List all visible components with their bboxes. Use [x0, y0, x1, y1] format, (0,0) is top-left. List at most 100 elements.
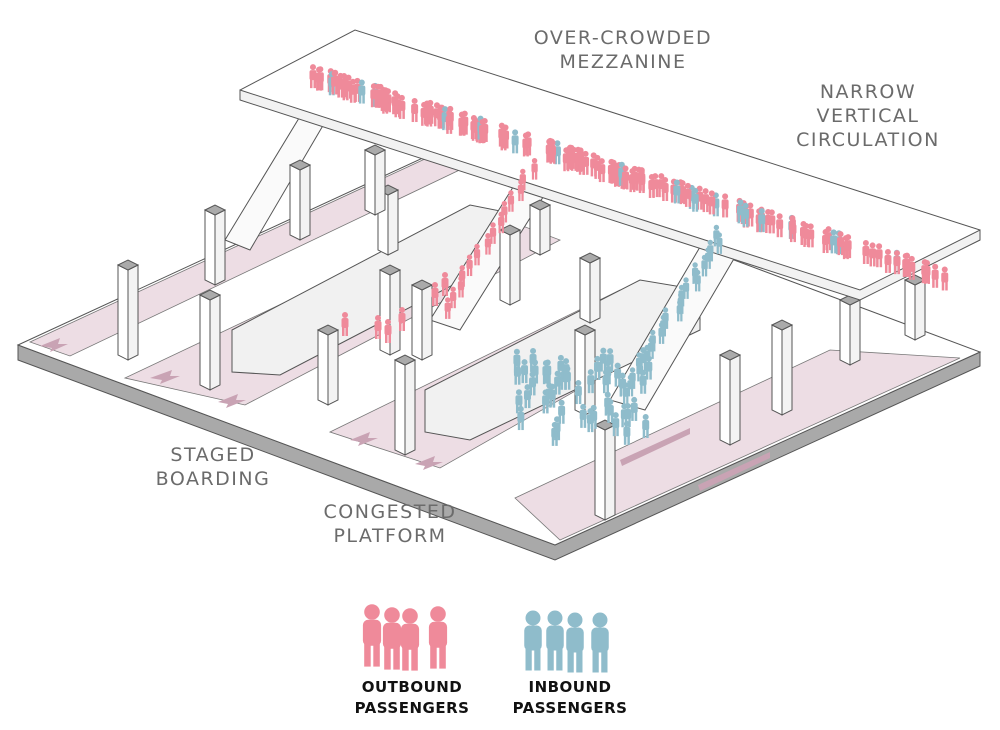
passenger-figure — [479, 119, 487, 144]
column — [528, 199, 552, 256]
arrow-icon — [40, 338, 68, 352]
passenger-figure — [639, 347, 647, 372]
passenger-figure — [614, 362, 622, 387]
column — [770, 319, 794, 416]
passenger-figure — [411, 98, 419, 123]
passenger-figure — [662, 307, 669, 329]
passenger-figure — [331, 70, 339, 95]
passenger-figure — [557, 354, 565, 379]
label-congested-platform: CONGESTED PLATFORM — [310, 500, 470, 548]
passenger-figure — [630, 396, 638, 421]
legend-line: PASSENGERS — [354, 699, 470, 717]
column — [198, 289, 222, 391]
passenger-figure — [593, 154, 601, 179]
column — [316, 324, 340, 406]
passenger-figure — [513, 348, 521, 373]
passenger-figure — [776, 213, 784, 238]
passenger-figure — [459, 111, 467, 136]
column — [363, 144, 387, 216]
passenger-figure — [702, 188, 710, 213]
passenger-figure — [604, 360, 612, 385]
label-line: NARROW — [819, 81, 917, 103]
passenger-figure — [309, 64, 317, 89]
passenger-figure — [548, 383, 556, 408]
column — [116, 259, 140, 361]
passenger-figure — [433, 102, 441, 127]
passenger-figure — [902, 252, 910, 277]
passenger-figure — [691, 262, 699, 284]
passenger-figure — [470, 115, 478, 140]
passenger-figure — [788, 215, 796, 240]
passenger-figure — [446, 105, 454, 130]
passenger-figure — [799, 221, 807, 246]
passenger-figure — [382, 607, 402, 670]
arrow-icon — [218, 394, 246, 408]
passenger-figure — [923, 259, 931, 284]
passenger-figure — [384, 319, 392, 343]
passenger-figure — [586, 408, 594, 433]
passenger-figure — [842, 235, 850, 260]
passenger-figure — [566, 612, 584, 673]
passenger-figure — [441, 272, 449, 296]
passenger-figure — [610, 159, 618, 184]
column — [718, 349, 742, 446]
passenger-figure — [673, 179, 681, 204]
passenger-figure — [649, 329, 656, 352]
passenger-figure — [398, 307, 406, 331]
track-arrows — [40, 338, 770, 491]
passenger-figure — [391, 90, 399, 115]
legend-figures — [362, 604, 609, 673]
passenger-figure — [837, 231, 845, 256]
passenger-figure — [426, 99, 434, 124]
passenger-figure — [574, 380, 582, 405]
passenger-figure — [546, 610, 564, 671]
passenger-figure — [612, 412, 620, 437]
passenger-figure — [336, 73, 344, 98]
passenger-figure — [737, 199, 745, 224]
passenger-figure — [315, 66, 323, 91]
passenger-figure — [431, 282, 439, 306]
label-staged-boarding: STAGED BOARDING — [143, 443, 283, 491]
passenger-figure — [420, 101, 428, 126]
passenger-figure — [501, 200, 508, 223]
arrow-icon — [698, 452, 770, 491]
passenger-figure — [622, 165, 630, 190]
column — [203, 204, 227, 286]
passenger-figure — [553, 416, 561, 441]
legend-inbound: INBOUND PASSENGERS — [500, 677, 640, 719]
passenger-figure — [524, 610, 542, 671]
legend-outbound: OUTBOUND PASSENGERS — [342, 677, 482, 719]
legend-line: INBOUND — [528, 678, 612, 696]
passenger-figure — [531, 158, 538, 180]
passenger-figure — [531, 359, 539, 384]
passenger-figure — [450, 286, 457, 309]
passenger-figure — [931, 263, 939, 288]
arrow-icon — [415, 456, 443, 470]
passenger-figure — [459, 265, 466, 287]
passenger-figure — [349, 78, 357, 103]
passenger-figure — [522, 132, 530, 157]
arrow-icon — [150, 370, 180, 384]
passenger-figure — [358, 79, 366, 104]
passenger-figure — [941, 266, 949, 291]
passenger-figure — [721, 193, 729, 218]
passenger-figure — [444, 297, 451, 319]
column — [288, 159, 312, 241]
passenger-figure — [707, 239, 714, 262]
passenger-figure — [642, 414, 650, 439]
passenger-figure — [648, 173, 656, 198]
passenger-figure — [742, 202, 750, 227]
passenger-figure — [884, 248, 892, 273]
passenger-figure — [587, 369, 595, 394]
passenger-figure — [544, 359, 552, 384]
passenger-figure — [758, 208, 766, 233]
passenger-figure — [575, 147, 583, 172]
legend-line: OUTBOUND — [361, 678, 463, 696]
column — [903, 274, 927, 341]
passenger-figure — [691, 187, 699, 212]
passenger-figure — [604, 391, 612, 416]
passenger-figure — [684, 182, 692, 207]
passenger-figure — [875, 243, 883, 268]
legend-line: PASSENGERS — [512, 699, 628, 717]
label-line: PLATFORM — [333, 525, 447, 547]
